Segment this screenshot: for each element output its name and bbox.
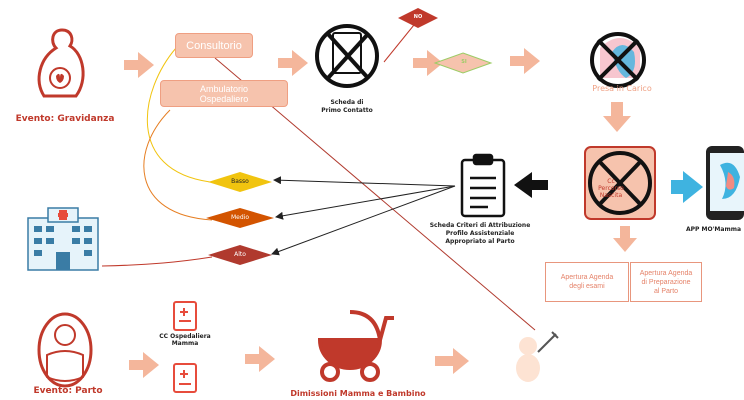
basso-diamond xyxy=(208,172,272,192)
agenda-esami-label-2: degli esami xyxy=(569,283,605,290)
flow-arrow-down-2 xyxy=(613,226,637,252)
medical-record-icon xyxy=(173,301,197,331)
dimissioni-label: Dimissioni Mamma e Bambino xyxy=(290,389,426,398)
medio-label: Medio xyxy=(230,214,249,221)
presa-carico-x-icon xyxy=(590,32,646,88)
agenda-prep-label-1: Apertura Agenda xyxy=(639,269,693,277)
arrow-to-basso xyxy=(273,176,456,187)
stroller-icon xyxy=(317,310,394,382)
flow-arrow-7 xyxy=(435,348,469,374)
si-label: SI xyxy=(461,59,467,65)
scheda-criteri-label-3: Appropriato al Parto xyxy=(445,238,515,245)
connector-ambulatorio-medio xyxy=(143,109,213,221)
newborn-icon xyxy=(37,312,93,388)
hospital-icon xyxy=(27,207,99,271)
cc-label-3: Nascita xyxy=(599,192,623,199)
pregnancy-icon xyxy=(37,28,85,98)
scheda-criteri-label-2: Profilo Assistenziale xyxy=(445,230,515,237)
agenda-prep-label-3: al Parto xyxy=(653,287,679,295)
evento-parto-label: Evento: Parto xyxy=(33,386,103,396)
agenda-esami-label-1: Apertura Agenda xyxy=(560,274,614,281)
connector-consultorio-basso xyxy=(146,47,211,183)
consultorio-box: Consultorio xyxy=(175,33,253,58)
arrow-to-medio xyxy=(275,185,456,220)
cc-label: Cc Percorso Nascita xyxy=(596,178,626,199)
scheda-primo-label-2: Primo Contatto xyxy=(321,107,373,114)
criteria-clipboard-icon xyxy=(460,153,506,218)
flow-arrow-5 xyxy=(129,352,159,378)
medical-record-icon xyxy=(173,363,197,393)
no-label: NO xyxy=(413,14,423,20)
flow-arrow-down-1 xyxy=(603,102,631,132)
cc-label-1: Cc xyxy=(607,178,615,185)
medio-diamond xyxy=(206,208,274,228)
connector-hospital-alto xyxy=(101,256,213,267)
flow-arrow-1 xyxy=(124,52,154,78)
presa-in-carico-label: Presa in Carico xyxy=(592,84,652,93)
ambulatorio-label-2: Ospedaliero xyxy=(199,93,249,104)
app-label: APP MO'Mamma xyxy=(686,226,742,233)
cartella-x-icon xyxy=(584,146,656,220)
agenda-esami-box: Apertura Agenda degli esami xyxy=(545,262,629,302)
flow-arrows xyxy=(124,48,637,378)
arrow-to-app xyxy=(671,171,703,203)
arrow-criteria-left xyxy=(514,172,548,198)
flow-arrow-2 xyxy=(278,50,308,76)
scheda-criteri-label-1: Scheda Criteri di Attribuzione xyxy=(429,222,531,229)
agenda-preparazione-box: Apertura Agenda di Preparazione al Parto xyxy=(630,262,702,302)
flow-arrow-6 xyxy=(245,346,275,372)
flow-arrow-3 xyxy=(413,50,443,76)
no-diamond xyxy=(398,8,438,28)
cc-label-2: Percorso xyxy=(598,185,624,192)
scheda-primo-label-1: Scheda di xyxy=(330,99,364,106)
arrow-to-alto xyxy=(271,185,456,256)
si-diamond xyxy=(433,52,493,74)
agenda-prep-label-2: di Preparazione xyxy=(641,278,691,286)
flow-arrow-4 xyxy=(510,48,540,74)
basso-label: Basso xyxy=(231,178,249,185)
baby-vaccine-icon xyxy=(516,331,559,382)
evento-gravidanza-label: Evento: Gravidanza xyxy=(15,114,115,124)
cc-ospedaliera-label-1: CC Ospedaliera xyxy=(159,333,211,340)
ambulatorio-box: Ambulatorio Ospedaliero xyxy=(160,80,288,107)
alto-diamond xyxy=(208,245,272,265)
consultorio-label: Consultorio xyxy=(186,39,242,52)
clipboard-x-icon xyxy=(315,24,379,88)
ambulatorio-label-1: Ambulatorio xyxy=(199,83,249,94)
connector-scheda-no xyxy=(383,19,419,63)
smartphone-icon xyxy=(706,146,744,220)
cc-ospedaliera-label-2: Mamma xyxy=(171,340,199,347)
alto-label: Alto xyxy=(234,251,246,258)
